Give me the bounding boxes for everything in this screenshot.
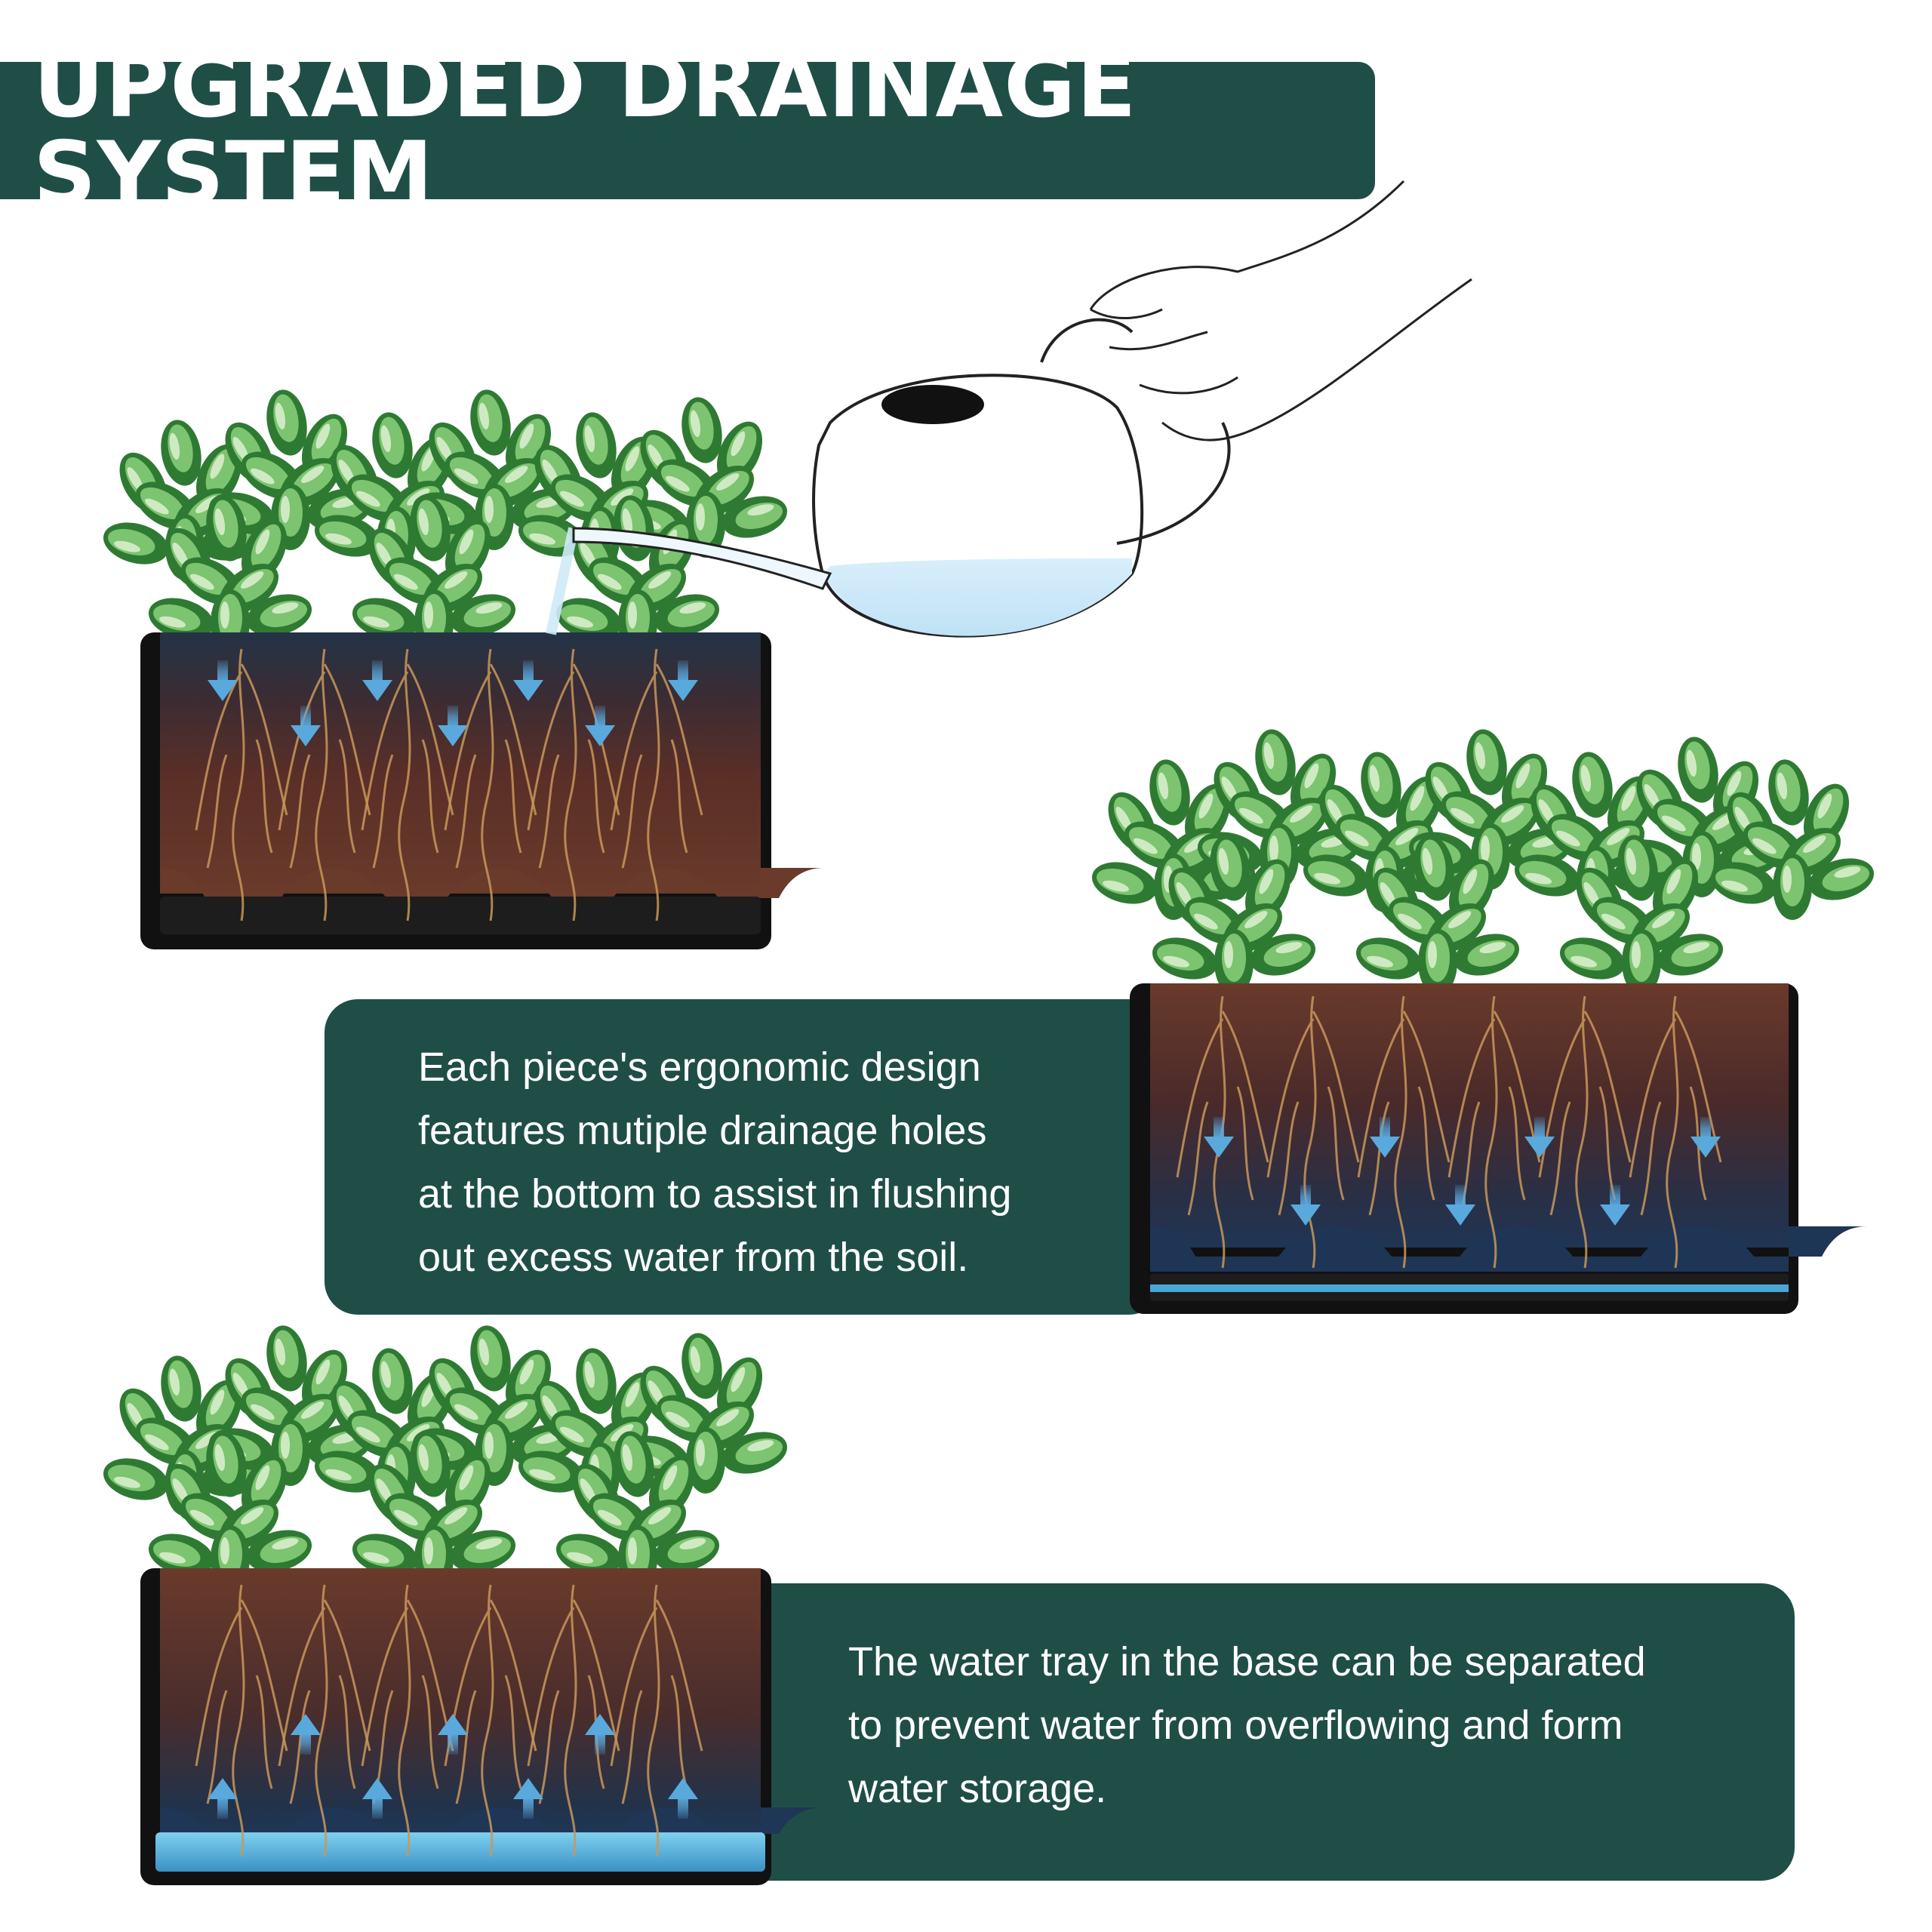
watering-can-icon [572,318,1231,638]
water-tray [155,1832,765,1872]
planter-watering [99,386,824,949]
panel-text-water-tray: The water tray in the base can be separa… [848,1639,1646,1811]
planter-reservoir [99,1322,824,1885]
panel-text-drainage: Each piece's ergonomic design features m… [418,1044,1012,1280]
water-stream [546,527,579,635]
soil [160,1568,761,1832]
planter-draining [1088,726,1878,1314]
info-panel-drainage-holes: Each piece's ergonomic design features m… [325,999,1162,1315]
page-title: UPGRADED DRAINAGE SYSTEM [33,35,1137,225]
hand-icon [1089,180,1472,441]
foliage [1088,726,1878,995]
water-line [1150,1284,1789,1292]
foliage [99,1322,792,1592]
foliage [99,386,792,656]
title-banner: UPGRADED DRAINAGE SYSTEM [0,43,1375,218]
info-panel-water-tray: The water tray in the base can be separa… [724,1583,1795,1881]
